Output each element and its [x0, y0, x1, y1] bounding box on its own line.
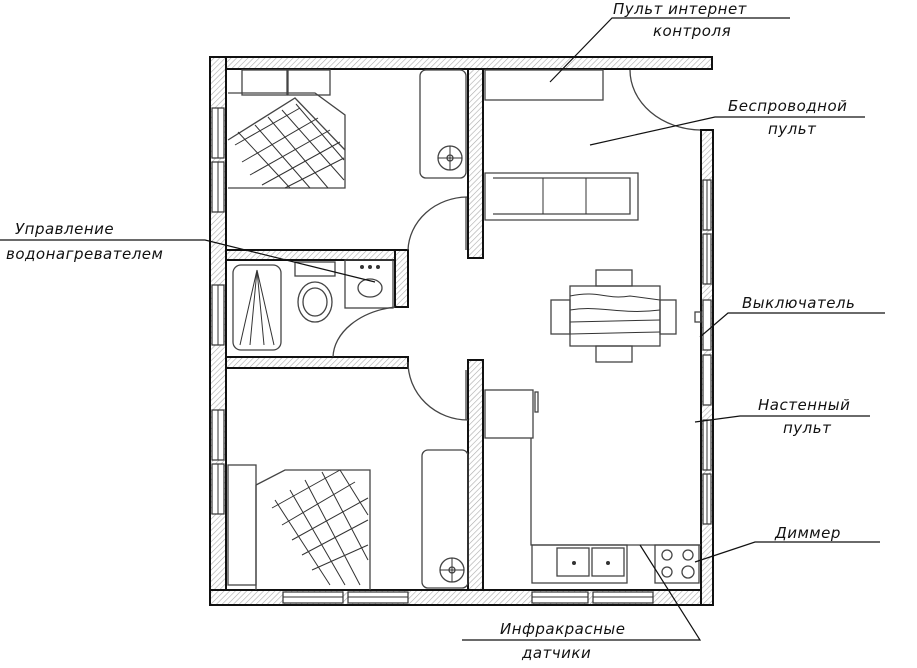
- label-ir-sensors-2: датчики: [521, 644, 591, 662]
- bath-bottom-wall: [225, 356, 409, 369]
- bedroom2-door: [407, 361, 469, 421]
- label-internet-remote-2: контроля: [653, 22, 731, 40]
- living-room-furniture: [484, 69, 702, 363]
- bathroom-door: [332, 306, 396, 358]
- kitchen-furniture: [484, 389, 701, 584]
- windows: [211, 107, 712, 604]
- bedroom1-door: [407, 196, 468, 251]
- switch-box: [694, 311, 702, 323]
- label-dimmer: Диммер: [774, 524, 841, 542]
- inner-wall-lower: [467, 359, 484, 591]
- label-wireless-remote-2: пульт: [768, 120, 817, 138]
- bedroom-2-furniture: [227, 449, 469, 590]
- bath-right-wall: [394, 249, 409, 308]
- walls: [209, 56, 714, 606]
- bathroom-furniture: [232, 259, 394, 351]
- label-ir-sensors-1: Инфракрасные: [500, 620, 625, 638]
- label-internet-remote-1: Пульт интернет: [613, 0, 748, 18]
- leader-lines: [0, 17, 885, 641]
- top-wall: [209, 56, 713, 70]
- label-wall-remote-2: пульт: [783, 419, 832, 437]
- doors: [332, 69, 701, 421]
- label-wall-remote-1: Настенный: [758, 396, 850, 414]
- label-switch: Выключатель: [742, 294, 855, 312]
- label-water-heater-1: Управление: [15, 220, 114, 238]
- label-wireless-remote-1: Беспроводной: [728, 97, 847, 115]
- bedroom-1-furniture: [227, 69, 467, 189]
- inner-wall-upper: [467, 68, 484, 259]
- entrance-door: [629, 69, 701, 131]
- label-water-heater-2: водонагревателем: [6, 245, 163, 263]
- labels: Пульт интернет контроля Беспроводной пул…: [6, 0, 855, 662]
